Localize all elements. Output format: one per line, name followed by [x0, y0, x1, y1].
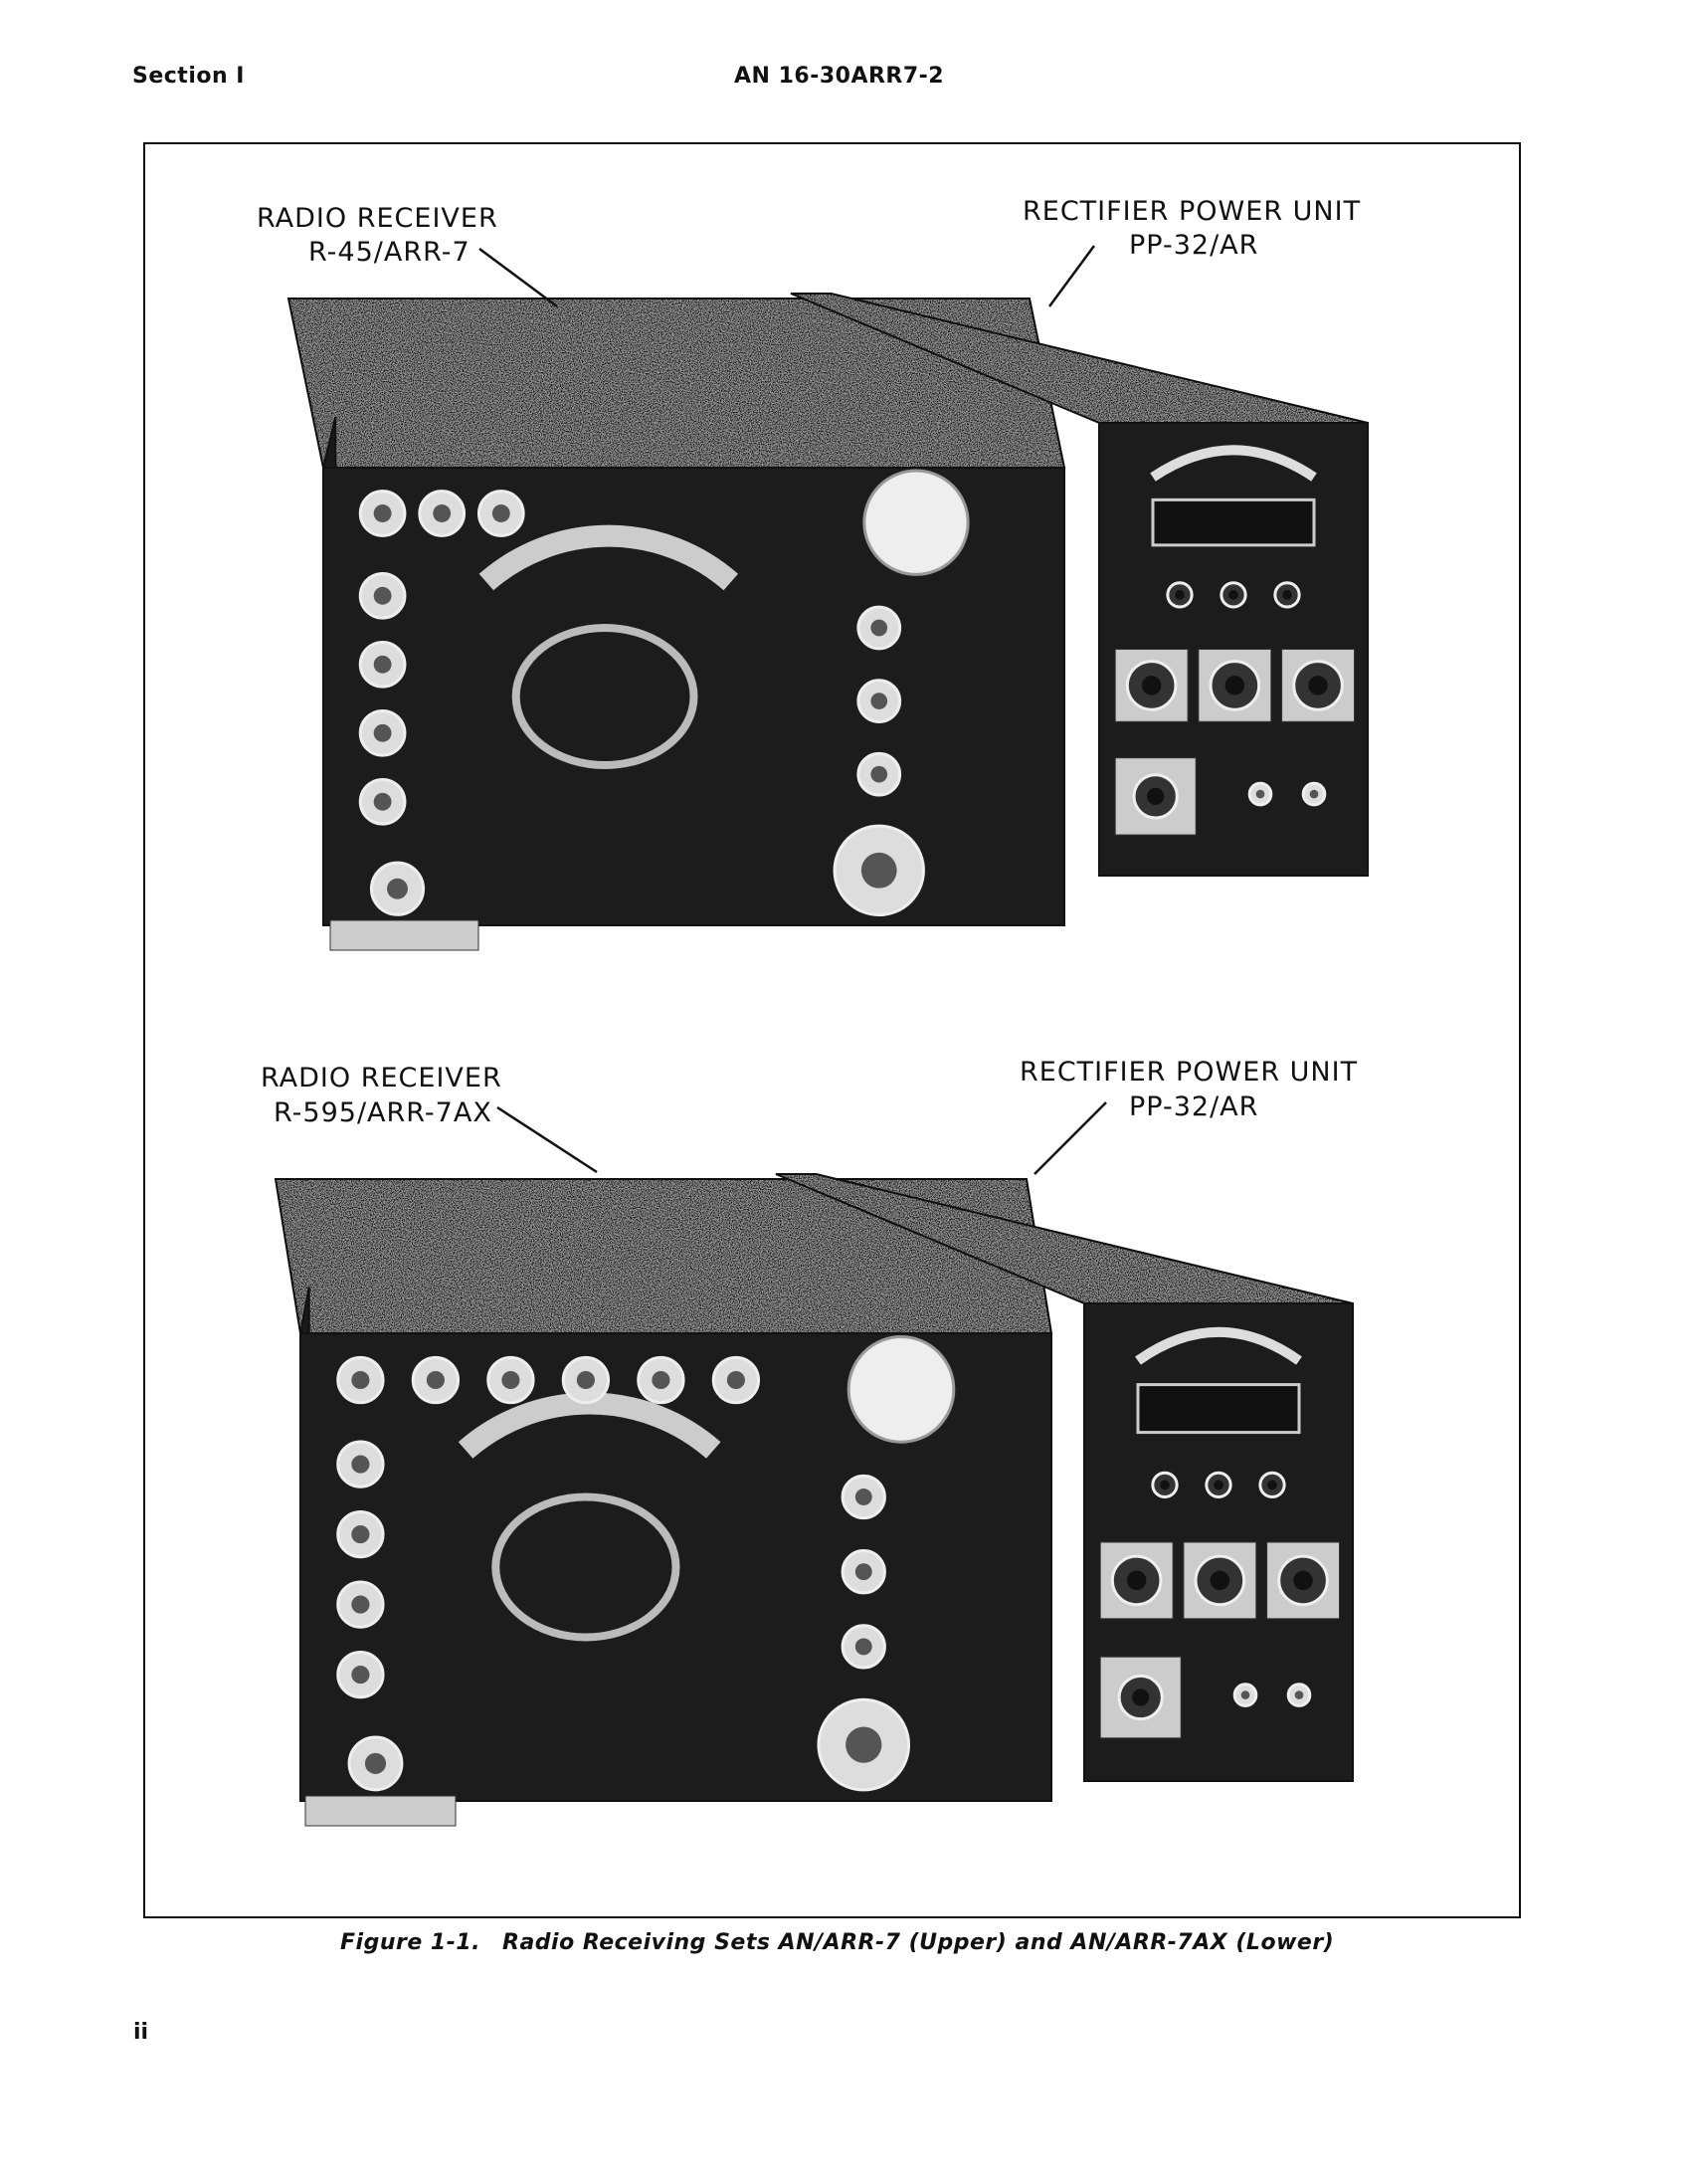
figure-caption: Figure 1-1. Radio Receiving Sets AN/ARR-7…	[340, 1930, 1356, 1955]
tuning-dial-scale	[478, 524, 739, 591]
nameplate	[1151, 497, 1316, 547]
fuse-center	[1294, 1690, 1304, 1699]
bottom-knob-center	[364, 1752, 387, 1774]
power-socket-center	[1132, 1688, 1150, 1706]
fuse-center	[1240, 1690, 1250, 1699]
leader-line-lower-power	[1033, 1101, 1107, 1175]
connector-plug-center	[860, 852, 897, 889]
tuning-crank	[511, 624, 698, 769]
left-knob-center	[351, 1525, 370, 1544]
right-knob-center	[870, 765, 888, 783]
top-knob-center	[373, 504, 392, 522]
top-knob-center	[501, 1370, 520, 1390]
socket-center	[1210, 1570, 1230, 1591]
right-knob-center	[854, 1489, 872, 1505]
bottom-knob-center	[387, 878, 408, 899]
left-knob-center	[351, 1455, 370, 1474]
mount-foot	[329, 919, 479, 951]
socket-center	[1224, 676, 1245, 695]
upper-receiver-model: R-45/ARR-7	[308, 237, 470, 268]
right-knob-center	[870, 619, 888, 637]
lower-power-model: PP-32/AR	[1129, 1092, 1259, 1122]
switch-center	[1160, 1480, 1170, 1490]
top-knob-center	[726, 1370, 745, 1390]
tuning-crank	[491, 1492, 680, 1642]
switch-center	[1228, 590, 1238, 600]
connector-plug-center	[846, 1726, 882, 1763]
fuse-center	[1255, 789, 1265, 799]
top-knob-center	[426, 1370, 445, 1390]
leader-line-upper-power	[1047, 245, 1096, 307]
left-knob-center	[351, 1595, 370, 1614]
left-knob-center	[373, 655, 392, 674]
upper-power-top-texture	[791, 294, 1368, 423]
switch-center	[1267, 1480, 1277, 1490]
mount-foot	[304, 1795, 457, 1827]
socket-center	[1126, 1570, 1147, 1591]
switch-center	[1282, 590, 1292, 600]
top-knob-center	[652, 1370, 670, 1390]
upper-power-label: RECTIFIER POWER UNIT	[1023, 196, 1362, 227]
left-knob-center	[373, 723, 392, 742]
switch-center	[1214, 1480, 1223, 1490]
figure-frame	[143, 142, 1521, 1918]
top-knob-center	[576, 1370, 595, 1390]
left-knob-center	[373, 586, 392, 605]
figure-title: Radio Receiving Sets AN/ARR-7 (Upper) an…	[502, 1930, 1335, 1955]
carry-handle	[1135, 1326, 1302, 1365]
right-knob-center	[870, 693, 888, 709]
leader-line-lower-receiver	[496, 1105, 598, 1174]
top-knob-center	[491, 504, 510, 522]
figure-number: Figure 1-1.	[340, 1930, 481, 1955]
left-knob-center	[373, 792, 392, 811]
page-number: ii	[133, 2020, 149, 2045]
left-knob-center	[351, 1666, 370, 1685]
lower-power-top-texture	[776, 1174, 1353, 1303]
top-knob-center	[351, 1370, 370, 1390]
section-heading: Section I	[132, 64, 245, 89]
lower-power-label: RECTIFIER POWER UNIT	[1020, 1057, 1359, 1088]
document-number: AN 16-30ARR7-2	[734, 64, 945, 89]
right-knob-center	[854, 1638, 872, 1656]
nameplate	[1136, 1383, 1301, 1435]
upper-power-model: PP-32/AR	[1129, 230, 1259, 261]
carry-handle	[1150, 445, 1317, 482]
lower-receiver-model: R-595/ARR-7AX	[274, 1097, 492, 1128]
switch-center	[1175, 590, 1185, 600]
power-socket-center	[1147, 787, 1165, 806]
lower-receiver-top-texture	[276, 1179, 1051, 1333]
lower-receiver-label: RADIO RECEIVER	[261, 1063, 502, 1093]
signal-meter	[846, 1335, 956, 1444]
upper-receiver-label: RADIO RECEIVER	[257, 203, 498, 234]
leader-line-upper-receiver	[478, 247, 558, 308]
top-knob-center	[433, 504, 452, 522]
socket-center	[1293, 1570, 1313, 1591]
socket-center	[1308, 676, 1328, 695]
fuse-center	[1309, 789, 1319, 799]
right-knob-center	[854, 1563, 872, 1581]
socket-center	[1141, 676, 1162, 695]
upper-receiver-top-texture	[288, 298, 1064, 468]
signal-meter	[862, 469, 970, 576]
